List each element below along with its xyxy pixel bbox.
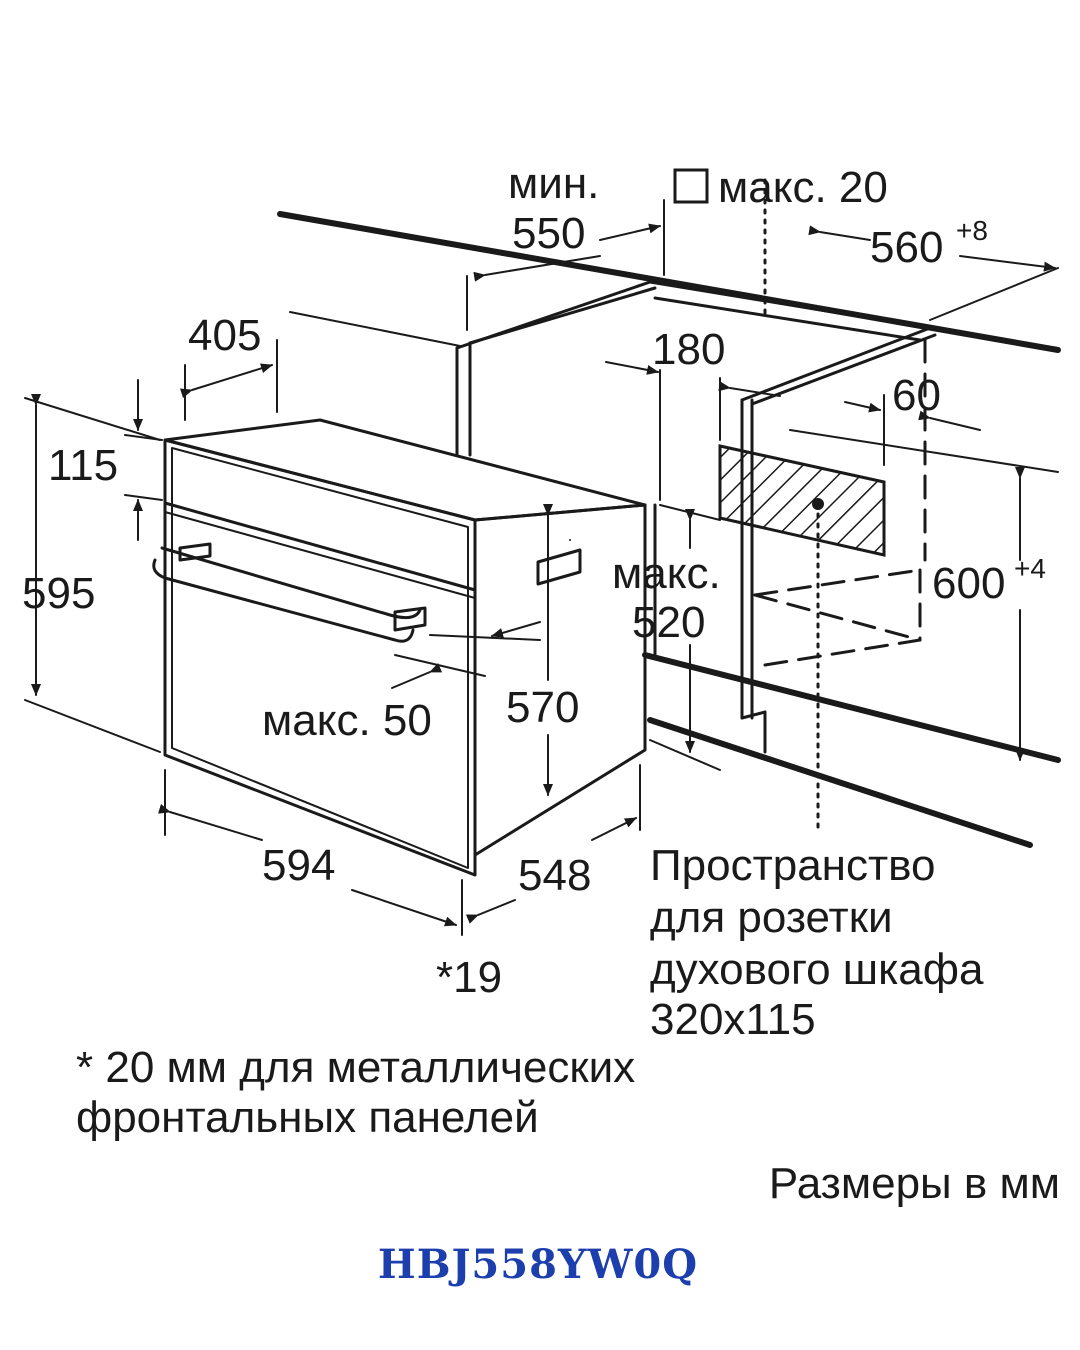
socket-note-line1: Пространство bbox=[650, 841, 935, 890]
label-min: мин. bbox=[508, 159, 599, 208]
oven bbox=[152, 418, 647, 877]
socket-note: Пространство для розетки духового шкафа … bbox=[650, 841, 984, 1044]
dimension-lines bbox=[24, 199, 1059, 936]
socket-note-line3: духового шкафа bbox=[650, 945, 984, 994]
label-570: 570 bbox=[506, 683, 579, 732]
label-405: 405 bbox=[188, 311, 261, 360]
model-name: HBJ558YW0Q bbox=[378, 1241, 698, 1288]
footnote: * 20 мм для металлических фронтальных па… bbox=[76, 1043, 635, 1142]
label-594: 594 bbox=[262, 841, 335, 890]
label-548: 548 bbox=[518, 851, 591, 900]
label-560: 560 bbox=[870, 223, 943, 272]
label-19: *19 bbox=[436, 953, 502, 1002]
label-max-20: макс. 20 bbox=[718, 163, 888, 212]
footnote-line1: * 20 мм для металлических bbox=[76, 1043, 635, 1092]
label-600: 600 bbox=[932, 559, 1005, 608]
socket-note-line2: для розетки bbox=[650, 893, 893, 942]
label-115: 115 bbox=[48, 441, 118, 490]
label-max-50: макс. 50 bbox=[262, 696, 432, 745]
label-560-tolerance: +8 bbox=[956, 215, 988, 246]
label-60: 60 bbox=[892, 371, 941, 420]
units-note: Размеры в мм bbox=[769, 1159, 1060, 1208]
label-180: 180 bbox=[652, 325, 725, 374]
footnote-line2: фронтальных панелей bbox=[76, 1093, 539, 1142]
socket-note-line4: 320x115 bbox=[650, 995, 816, 1044]
hatch-socket-icon bbox=[718, 444, 886, 557]
label-max-word: макс. bbox=[612, 549, 721, 598]
label-595: 595 bbox=[22, 569, 95, 618]
square-icon bbox=[673, 168, 709, 204]
label-600-tolerance: +4 bbox=[1014, 553, 1046, 584]
cabinet bbox=[277, 178, 1061, 848]
label-550: 550 bbox=[512, 209, 585, 258]
label-520: 520 bbox=[632, 598, 705, 647]
